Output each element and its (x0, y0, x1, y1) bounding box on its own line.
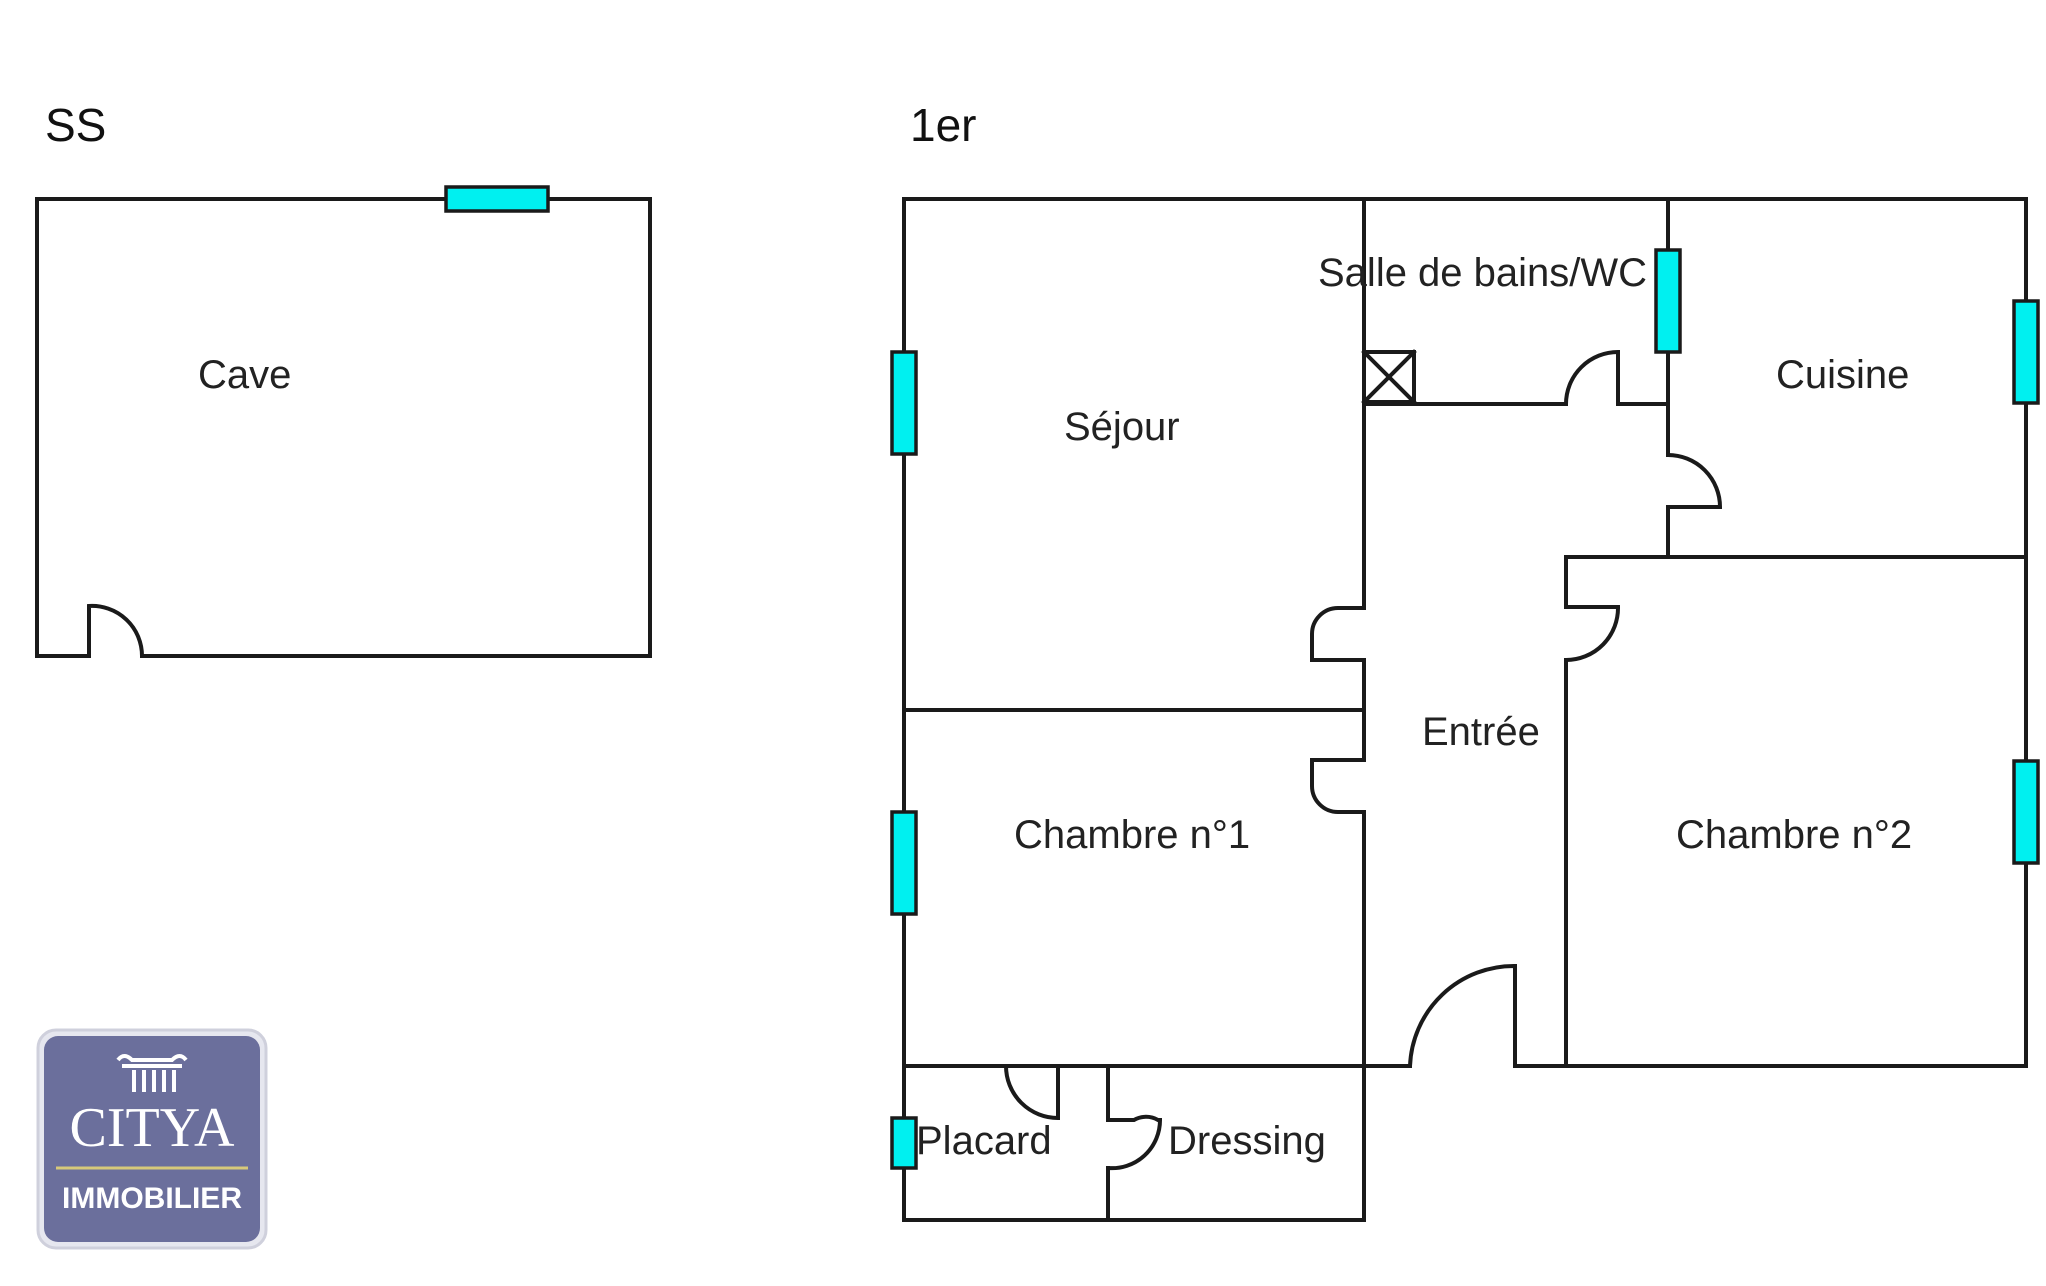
level-label-basement: SS (45, 99, 106, 151)
basement-plan: Cave (35, 185, 652, 658)
room-label-cave: Cave (198, 353, 291, 397)
room-label-chambre-2: Chambre n°2 (1676, 813, 1912, 857)
first-floor-plan: Séjour Salle de bains/WC Cuisine Entrée … (890, 197, 2040, 1222)
door-chambre-1 (1310, 758, 1364, 814)
room-label-chambre-1: Chambre n°1 (1014, 813, 1250, 857)
citya-logo: CITYA IMMOBILIER (36, 1028, 268, 1250)
level-label-first: 1er (910, 99, 976, 151)
door-placard (1004, 1065, 1060, 1121)
cave-door-arc (87, 603, 145, 657)
room-label-sejour: Séjour (1064, 405, 1180, 449)
room-label-salle-de-bains: Salle de bains/WC (1318, 251, 1647, 295)
logo-subtitle: IMMOBILIER (62, 1182, 242, 1215)
window-chambre-2 (2012, 759, 2040, 865)
door-sejour (1310, 606, 1364, 662)
room-label-entree: Entrée (1422, 710, 1540, 754)
window-cuisine (2012, 299, 2040, 405)
cave-walls (35, 197, 652, 658)
window-sejour (890, 350, 918, 456)
door-dressing (1107, 1114, 1163, 1171)
room-label-dressing: Dressing (1168, 1119, 1326, 1163)
door-bathroom (1564, 349, 1620, 405)
column-capital-icon (116, 1054, 188, 1092)
room-label-placard: Placard (916, 1119, 1052, 1163)
room-label-cuisine: Cuisine (1776, 353, 1909, 397)
door-chambre-2 (1565, 605, 1621, 662)
door-cuisine (1667, 453, 1723, 509)
logo-brand: CITYA (70, 1097, 235, 1159)
window-chambre-1 (890, 810, 918, 916)
ventilation-shaft-icon (1361, 349, 1417, 405)
door-entree (1408, 963, 1517, 1067)
cave-window (444, 185, 550, 213)
exterior-wall (902, 197, 2028, 1068)
window-bathroom (1654, 248, 1682, 354)
window-placard (890, 1116, 918, 1170)
